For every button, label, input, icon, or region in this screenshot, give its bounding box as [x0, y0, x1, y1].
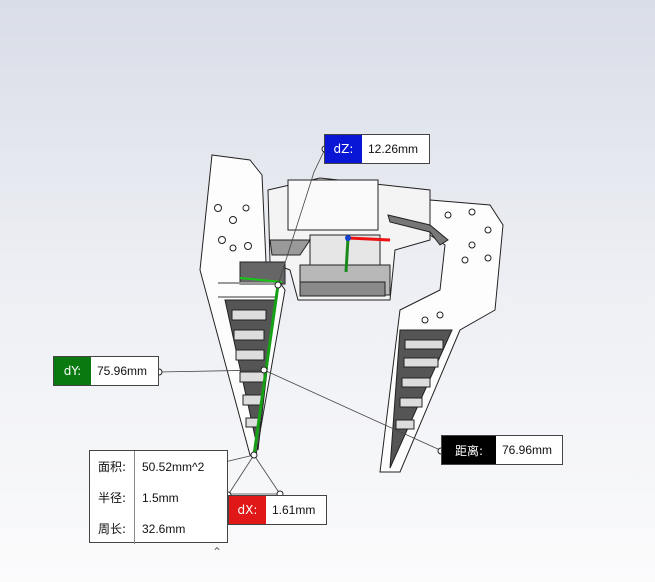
radius-value: 1.5mm [142, 490, 179, 505]
handle-mid [260, 366, 268, 374]
handle-bottom [250, 451, 258, 459]
rack-teeth [387, 214, 449, 246]
property-row-radius: 半径: 1.5mm [90, 482, 227, 513]
face-properties-panel: 面积: 50.52mm^2 半径: 1.5mm 周长: 32.6mm [89, 450, 228, 544]
distance-label: 距离: [442, 436, 496, 464]
dz-callout[interactable]: dZ: 12.26mm [324, 134, 430, 164]
radius-label: 半径: [90, 482, 135, 513]
perimeter-value: 32.6mm [142, 521, 186, 536]
handle-top [274, 281, 282, 289]
distance-callout[interactable]: 距离: 76.96mm [441, 435, 563, 465]
dz-label: dZ: [325, 135, 362, 163]
dy-callout[interactable]: dY: 75.96mm [53, 356, 159, 386]
distance-value: 76.96mm [502, 443, 553, 457]
dz-value: 12.26mm [368, 142, 419, 156]
property-row-area: 面积: 50.52mm^2 [90, 451, 227, 482]
area-value: 50.52mm^2 [142, 459, 205, 474]
measure-lines [158, 148, 441, 496]
area-label: 面积: [90, 451, 135, 482]
motor-block [287, 179, 379, 231]
property-row-perimeter: 周长: 32.6mm [90, 513, 227, 544]
chevron-up-icon[interactable]: ⌃ [212, 545, 223, 559]
dx-label: dX: [229, 496, 266, 524]
axis-triad [344, 235, 391, 273]
dx-value: 1.61mm [272, 503, 316, 517]
dx-callout[interactable]: dX: 1.61mm [228, 495, 327, 525]
gripper-model [199, 154, 504, 473]
perimeter-label: 周长: [90, 513, 135, 544]
dy-value: 75.96mm [97, 364, 148, 378]
dy-label: dY: [54, 357, 91, 385]
